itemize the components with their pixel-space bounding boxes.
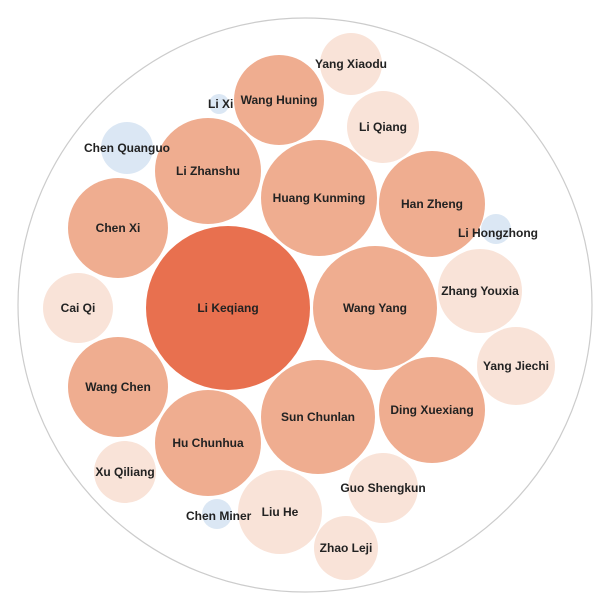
bubble-label-guo-shengkun: Guo Shengkun	[340, 481, 425, 495]
bubble-liu-he	[238, 470, 322, 554]
bubble-label-wang-chen: Wang Chen	[85, 380, 151, 394]
bubble-label-han-zheng: Han Zheng	[401, 197, 463, 211]
bubble-wang-huning	[234, 55, 324, 145]
bubble-label-yang-jiechi: Yang Jiechi	[483, 359, 549, 373]
bubble-zhang-youxia	[438, 249, 522, 333]
bubble-wang-yang	[313, 246, 437, 370]
bubble-label-wang-yang: Wang Yang	[343, 301, 407, 315]
bubble-label-zhang-youxia: Zhang Youxia	[441, 284, 519, 298]
bubble-label-huang-kunming: Huang Kunming	[273, 191, 366, 205]
bubble-label-hu-chunhua: Hu Chunhua	[172, 436, 244, 450]
bubble-label-yang-xiaodu: Yang Xiaodu	[315, 57, 387, 71]
bubble-ding-xuexiang	[379, 357, 485, 463]
bubble-label-wang-huning: Wang Huning	[241, 93, 318, 107]
bubble-label-ding-xuexiang: Ding Xuexiang	[390, 403, 473, 417]
bubble-li-qiang	[347, 91, 419, 163]
bubble-label-xu-qiliang: Xu Qiliang	[95, 465, 154, 479]
bubble-label-liu-he: Liu He	[262, 505, 299, 519]
bubble-label-cai-qi: Cai Qi	[61, 301, 96, 315]
bubble-label-li-keqiang: Li Keqiang	[197, 301, 258, 315]
bubble-label-li-xi: Li Xi	[208, 97, 233, 111]
bubble-chen-xi	[68, 178, 168, 278]
bubble-label-li-qiang: Li Qiang	[359, 120, 407, 134]
outer-circle	[17, 17, 593, 593]
bubble-hu-chunhua	[155, 390, 261, 496]
bubble-label-zhao-leji: Zhao Leji	[320, 541, 373, 555]
bubble-guo-shengkun	[348, 453, 418, 523]
bubble-li-keqiang	[146, 226, 310, 390]
bubble-chen-quanguo	[101, 122, 153, 174]
bubble-label-chen-xi: Chen Xi	[96, 221, 141, 235]
bubble-yang-xiaodu	[320, 33, 382, 95]
bubble-label-chen-quanguo: Chen Quanguo	[84, 141, 170, 155]
bubble-li-zhanshu	[155, 118, 261, 224]
bubble-cai-qi	[43, 273, 113, 343]
bubble-wang-chen	[68, 337, 168, 437]
bubble-xu-qiliang	[94, 441, 156, 503]
bubble-han-zheng	[379, 151, 485, 257]
bubble-label-sun-chunlan: Sun Chunlan	[281, 410, 355, 424]
bubble-li-xi	[209, 94, 229, 114]
bubble-yang-jiechi	[477, 327, 555, 405]
bubble-label-chen-miner: Chen Miner	[186, 509, 252, 523]
bubble-label-li-zhanshu: Li Zhanshu	[176, 164, 240, 178]
bubble-label-li-hongzhong: Li Hongzhong	[458, 226, 538, 240]
bubble-chen-miner	[202, 499, 232, 529]
bubble-li-hongzhong	[481, 214, 511, 244]
bubble-huang-kunming	[261, 140, 377, 256]
bubble-zhao-leji	[314, 516, 378, 580]
bubble-sun-chunlan	[261, 360, 375, 474]
